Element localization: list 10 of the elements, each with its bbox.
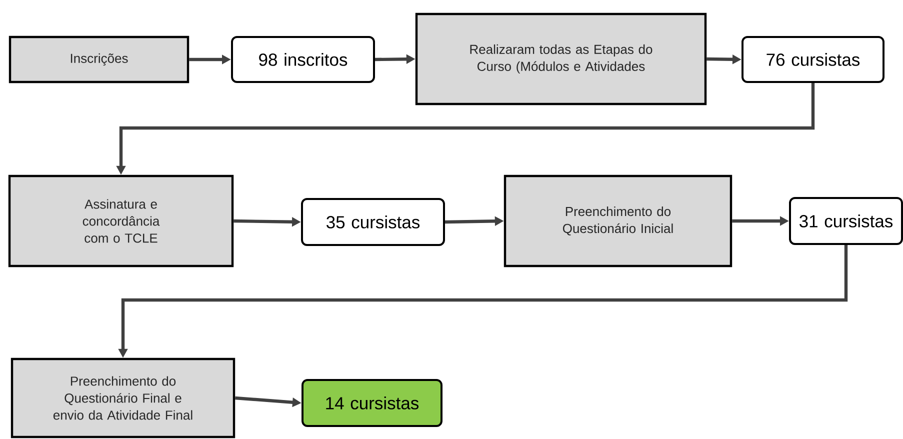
count-box: 98 inscritos	[231, 36, 375, 83]
process-box: Inscrições	[8, 36, 190, 84]
count-box: 76 cursistas	[742, 36, 884, 83]
count-box: 35 cursistas	[301, 198, 445, 246]
count-box: 31 cursistas	[789, 197, 903, 245]
process-box: Assinatura e concordância com o TCLE	[8, 174, 234, 268]
process-box: Realizaram todas as Etapas do Curso (Módulos e Atividades	[415, 12, 707, 106]
process-box: Preenchimento do Questionário Inicial	[504, 174, 732, 268]
count-box: 14 cursistas	[302, 378, 442, 427]
process-box: Preenchimento do Questionário Final e envio da Atividade Final	[10, 358, 236, 438]
